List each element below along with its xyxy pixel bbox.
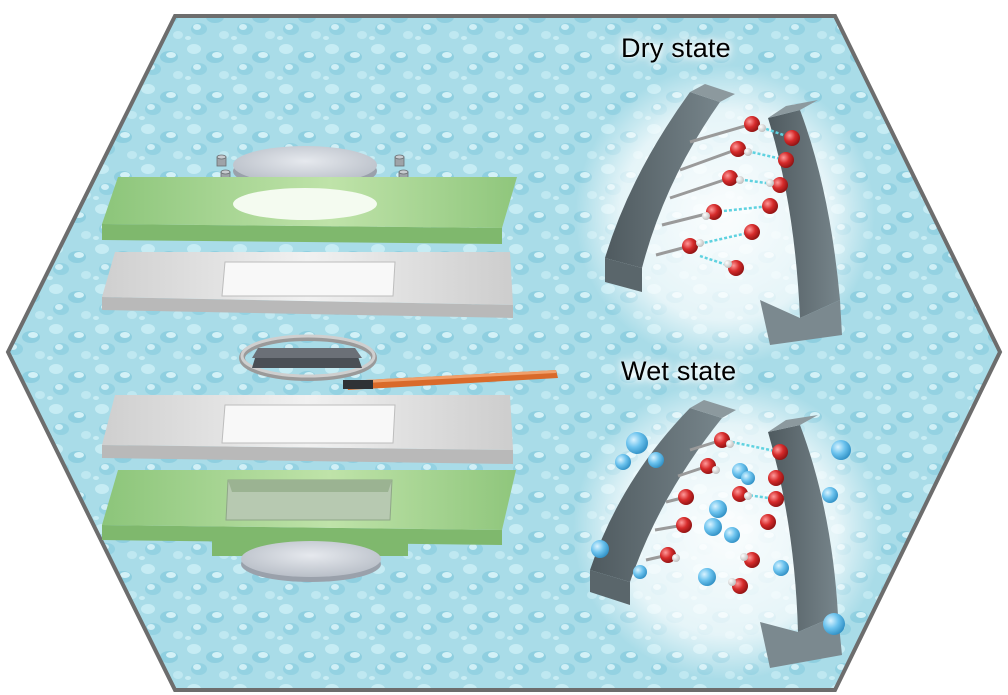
- exploded-sensor-stack: [102, 146, 558, 582]
- dry-atom-pairs: [655, 116, 800, 276]
- green-plate-top: [102, 177, 517, 244]
- left-pillar: [605, 84, 735, 292]
- silver-plate-top: [102, 252, 513, 318]
- water-molecules: [591, 432, 851, 635]
- left-pillar: [590, 400, 736, 605]
- dry-state-label: Dry state: [621, 33, 731, 63]
- right-pillar: [760, 415, 842, 668]
- bottom-cover-disc: [241, 541, 381, 582]
- electrode-ribbon: [343, 370, 558, 390]
- dry-state-model: [575, 65, 875, 365]
- wet-state-label: Wet state: [621, 356, 737, 386]
- silver-plate-bottom: [102, 395, 513, 464]
- sensing-element: [239, 334, 377, 381]
- wet-atom-pairs: [645, 432, 788, 594]
- wet-state-model: [573, 380, 883, 680]
